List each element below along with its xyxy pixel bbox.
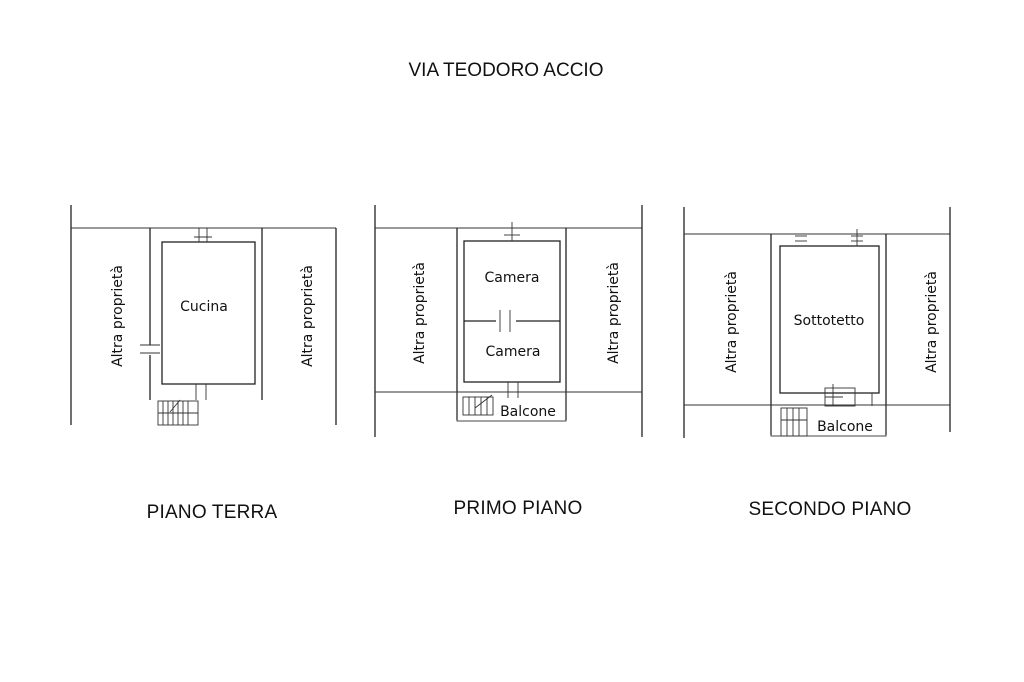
floor-plan-primo-piano: Camera Camera Balcone Altra proprietà Al… (374, 205, 643, 519)
side-label-right: Altra proprietà (606, 262, 622, 364)
side-label-left: Altra proprietà (110, 265, 126, 367)
side-label-right: Altra proprietà (924, 271, 940, 373)
floor-title: PIANO TERRA (147, 502, 278, 523)
room-label-balcone: Balcone (817, 419, 873, 435)
room-label-balcone: Balcone (500, 404, 556, 420)
floor-plan-secondo-piano: Sottotetto Balcone Altra proprietà Altra… (683, 207, 951, 520)
floor-plan-piano-terra: Cucina Altra proprietà Altra proprietà P… (70, 205, 337, 523)
floor-title: SECONDO PIANO (748, 499, 911, 520)
room-label-camera-2: Camera (486, 344, 541, 360)
floor-title: PRIMO PIANO (454, 498, 583, 519)
side-label-right: Altra proprietà (300, 265, 316, 367)
room-label-sottotetto: Sottotetto (794, 313, 865, 329)
room-label-cucina: Cucina (180, 299, 228, 315)
side-label-left: Altra proprietà (724, 271, 740, 373)
street-name: VIA TEODORO ACCIO (409, 60, 604, 81)
room-label-camera-1: Camera (485, 270, 540, 286)
side-label-left: Altra proprietà (412, 262, 428, 364)
